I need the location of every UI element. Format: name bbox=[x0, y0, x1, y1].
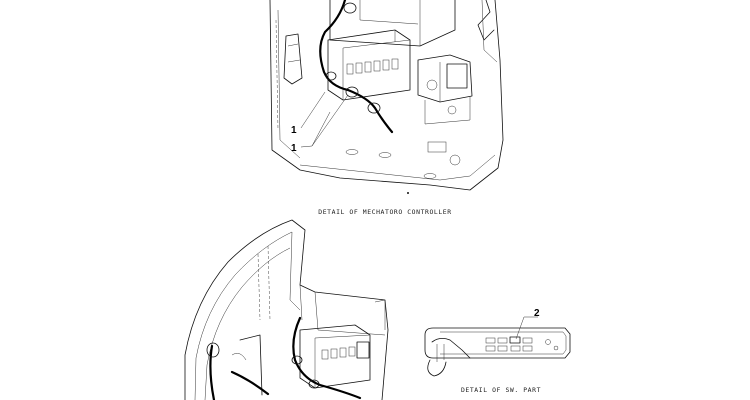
caption-switch-part: DETAIL OF SW. PART bbox=[461, 386, 541, 394]
bottom-view-cab bbox=[184, 219, 389, 400]
switch-panel-detail bbox=[424, 316, 571, 377]
controller-connectors bbox=[346, 58, 399, 75]
callout-1a: 1 bbox=[291, 125, 297, 136]
wiring-harness-top bbox=[319, 0, 394, 134]
callout-2: 2 bbox=[534, 308, 540, 319]
callout-1b: 1 bbox=[291, 143, 297, 154]
caption-mechatoro-controller: DETAIL OF MECHATORO CONTROLLER bbox=[318, 208, 451, 216]
wiring-harness-bottom bbox=[292, 316, 362, 400]
top-view-mechatoro-controller bbox=[269, 0, 504, 194]
